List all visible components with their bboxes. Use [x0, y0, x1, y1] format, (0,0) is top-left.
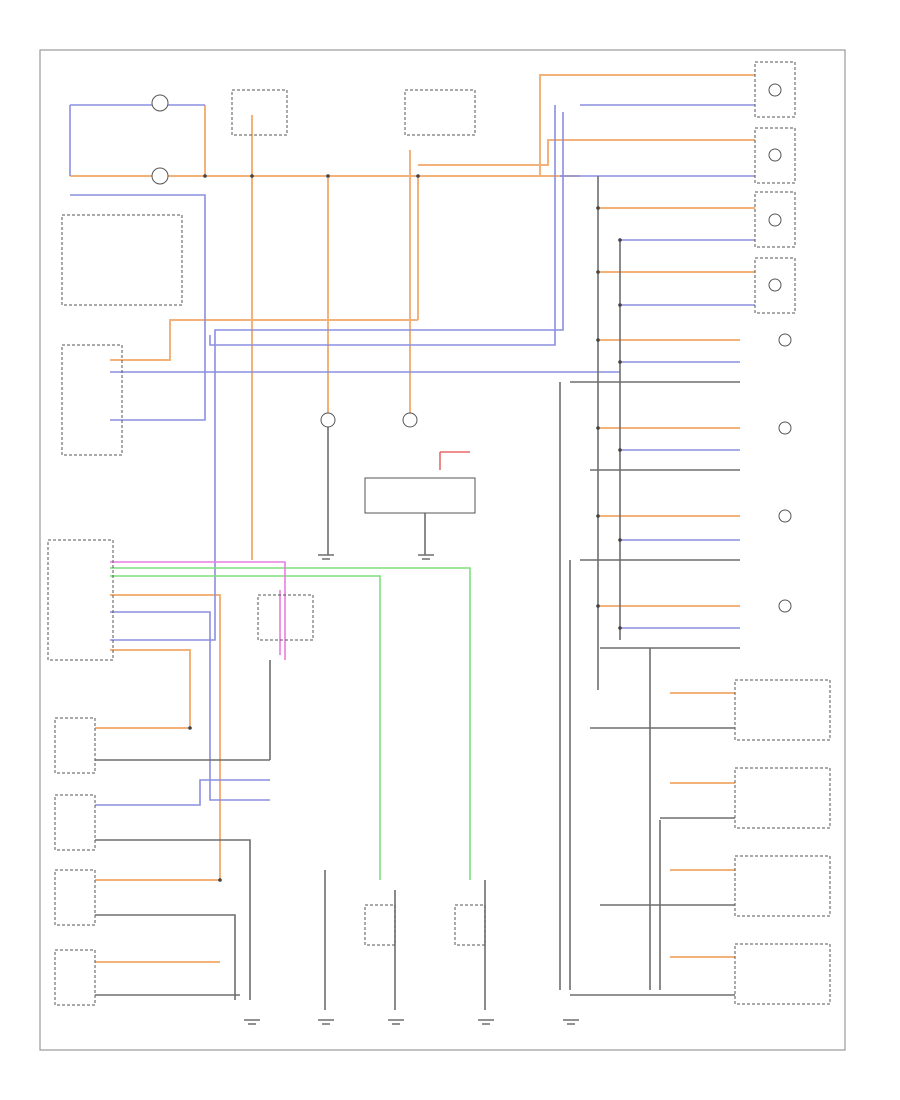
relay-center — [364, 477, 476, 514]
junction-dot — [618, 303, 622, 307]
switch-group-top-center-1 — [231, 89, 288, 136]
pink-wire-1 — [110, 561, 286, 660]
ground-symbol-4 — [478, 1019, 494, 1025]
bulb-right-1 — [768, 83, 782, 97]
door-switch-center-1 — [364, 904, 396, 946]
blue-wire-right-3 — [110, 112, 564, 641]
courtesy-lamp-3 — [778, 509, 792, 523]
lamp-right-3 — [754, 191, 796, 248]
bulb-right-2 — [768, 148, 782, 162]
junction-dot — [596, 426, 600, 430]
door-switch-center-2 — [454, 904, 486, 946]
bulb-right-3 — [768, 213, 782, 227]
lamp-right-1 — [754, 61, 796, 118]
signal-wires — [110, 451, 471, 880]
black-wire-left-gnd-3 — [95, 914, 236, 1000]
junction-dot — [218, 878, 222, 882]
junctions — [188, 174, 622, 882]
ground-symbol-7 — [418, 554, 434, 560]
junction-dot — [250, 174, 254, 178]
switch-group-top-center-2 — [404, 89, 476, 136]
bulb-center-2 — [402, 412, 418, 428]
lamp-top-2 — [151, 167, 169, 185]
junction-dot — [618, 626, 622, 630]
blue-wires — [69, 104, 755, 806]
ground-symbol-3 — [388, 1019, 404, 1025]
blue-wire-left-lower — [95, 779, 270, 806]
junction-dot — [416, 174, 420, 178]
door-module-1 — [734, 679, 831, 741]
bulb-center-1 — [320, 412, 336, 428]
lamp-right-4 — [754, 257, 796, 314]
courtesy-lamp-4 — [778, 599, 792, 613]
green-wire-2 — [110, 575, 381, 880]
door-module-4 — [734, 943, 831, 1005]
lamp-top-1 — [151, 94, 169, 112]
junction-dot — [326, 174, 330, 178]
bulb-right-4 — [768, 278, 782, 292]
blue-wire-upper-right-2 — [209, 105, 556, 346]
courtesy-lamp-1 — [778, 333, 792, 347]
junction-dot — [203, 174, 207, 178]
orange-wire-lower-left-2 — [95, 594, 221, 881]
blue-wire-left-lower-2 — [110, 611, 270, 801]
junction-dot — [618, 360, 622, 364]
orange-wires — [70, 74, 755, 963]
blue-wire-left-down — [70, 194, 206, 421]
junction-dot — [596, 604, 600, 608]
components — [47, 61, 831, 1025]
junction-dot — [596, 206, 600, 210]
diagram-frame — [39, 49, 846, 1051]
control-module-left — [47, 539, 114, 661]
junction-dot — [618, 538, 622, 542]
ground-symbol-1 — [244, 1019, 260, 1025]
orange-wire-lower-left-1 — [95, 649, 191, 729]
black-wire-left-gnd-2 — [95, 839, 251, 1000]
junction-dot — [596, 338, 600, 342]
lamp-right-2 — [754, 127, 796, 184]
ground-symbol-6 — [318, 554, 334, 560]
junction-dot — [188, 726, 192, 730]
switch-left-2 — [54, 794, 96, 851]
door-module-3 — [734, 855, 831, 917]
switch-left-3 — [54, 869, 96, 926]
switch-left-4 — [54, 949, 96, 1006]
instrument-cluster — [61, 344, 123, 456]
door-module-2 — [734, 767, 831, 829]
courtesy-lamp-2 — [778, 421, 792, 435]
green-wire-1 — [110, 567, 471, 880]
junction-dot — [618, 448, 622, 452]
junction-dot — [596, 270, 600, 274]
orange-wire-up-right-2 — [418, 139, 755, 166]
orange-wire-cluster-feed — [110, 319, 418, 361]
switch-box-top-left — [61, 214, 183, 306]
ground-symbol-2 — [318, 1019, 334, 1025]
cluster-box-center — [257, 594, 314, 641]
switch-left-1 — [54, 717, 96, 774]
orange-wire-up-right-1 — [418, 74, 755, 177]
ground-symbol-5 — [563, 1019, 579, 1025]
junction-dot — [596, 514, 600, 518]
junction-dot — [618, 238, 622, 242]
